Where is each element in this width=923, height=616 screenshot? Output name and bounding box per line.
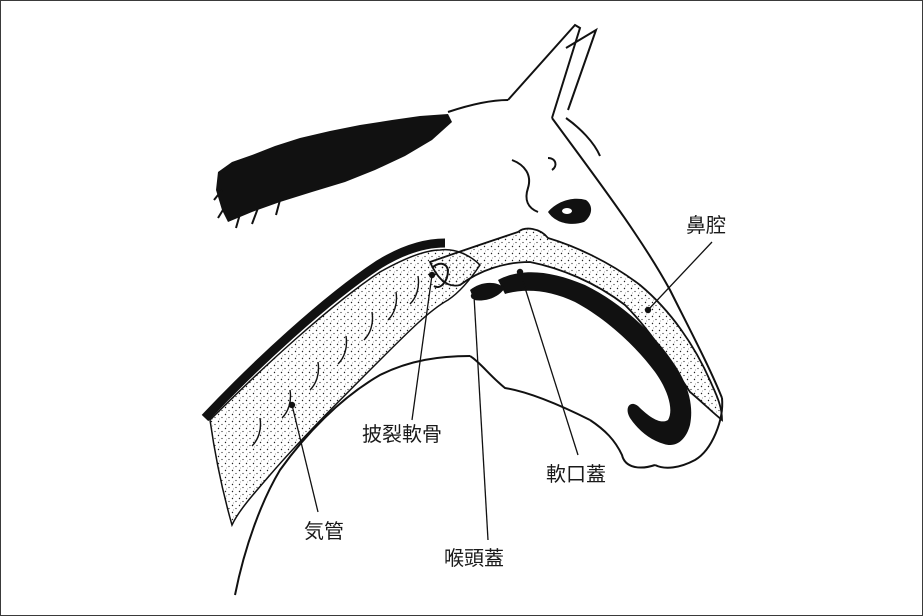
leader-soft-palate xyxy=(520,272,578,455)
label-epiglottis: 喉頭蓋 xyxy=(444,546,504,570)
leader-epiglottis xyxy=(474,296,488,540)
soft-palate-region xyxy=(470,272,691,445)
label-nasal-cavity: 鼻腔 xyxy=(686,213,726,237)
label-soft-palate: 軟口蓋 xyxy=(546,462,606,486)
mane xyxy=(214,114,452,228)
eye xyxy=(548,199,591,224)
label-arytenoid-cartilage: 披裂軟骨 xyxy=(362,422,442,446)
leader-nasal-cavity xyxy=(648,242,712,310)
label-trachea: 気管 xyxy=(304,519,344,543)
trachea-region xyxy=(205,243,480,525)
